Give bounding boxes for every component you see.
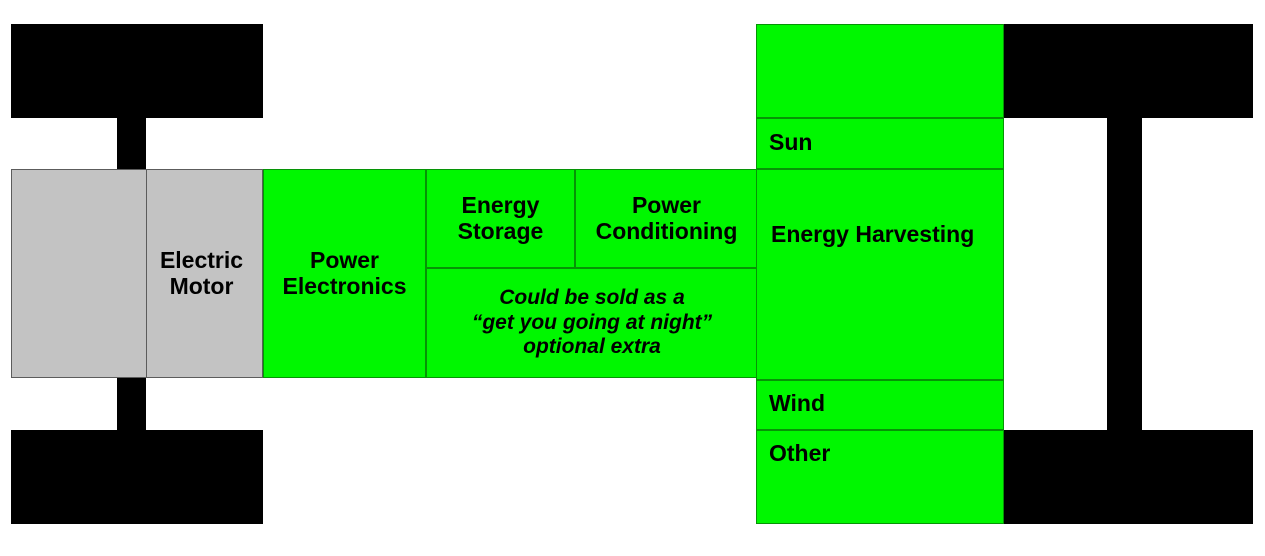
- other-label: Other: [769, 440, 831, 466]
- power-electronics-block[interactable]: Power Electronics: [263, 169, 426, 378]
- rear-bottom-wheel: [1003, 430, 1253, 524]
- energy-storage-block[interactable]: Energy Storage: [426, 169, 575, 268]
- energy-storage-label-line2: Storage: [457, 217, 544, 244]
- optional-extra-note-line1: Could be sold as a: [499, 285, 685, 309]
- rear-top-wheel: [1003, 24, 1253, 118]
- power-conditioning-label-line2: Conditioning: [595, 217, 738, 244]
- power-electronics-label-line1: Power: [309, 246, 380, 273]
- front-top-wheel: [11, 24, 263, 118]
- electric-motor-label-line2: Motor: [169, 272, 234, 299]
- wind-label: Wind: [769, 390, 825, 416]
- electric-motor-block[interactable]: Electric Motor: [146, 169, 263, 378]
- power-conditioning-block[interactable]: Power Conditioning: [575, 169, 758, 268]
- energy-harvesting-label: Energy Harvesting: [771, 221, 975, 247]
- electric-motor-label-line1: Electric: [159, 246, 244, 273]
- optional-extra-note-line2: “get you going at night”: [471, 310, 713, 334]
- other-block[interactable]: Other: [756, 430, 1004, 524]
- power-conditioning-label-line1: Power: [631, 191, 701, 218]
- power-electronics-label-line2: Electronics: [282, 272, 407, 299]
- optional-extra-note-block: Could be sold as a “get you going at nig…: [426, 268, 758, 378]
- harvest-top-blank-block: [756, 24, 1004, 118]
- rear-axle: [1107, 110, 1142, 440]
- optional-extra-note-line3: optional extra: [523, 335, 661, 359]
- energy-storage-label-line1: Energy: [461, 191, 540, 218]
- front-bottom-wheel: [11, 430, 263, 524]
- sun-label: Sun: [769, 129, 813, 155]
- energy-harvesting-block[interactable]: Energy Harvesting: [756, 169, 1004, 380]
- sun-block[interactable]: Sun: [756, 118, 1004, 169]
- wind-block[interactable]: Wind: [756, 380, 1004, 430]
